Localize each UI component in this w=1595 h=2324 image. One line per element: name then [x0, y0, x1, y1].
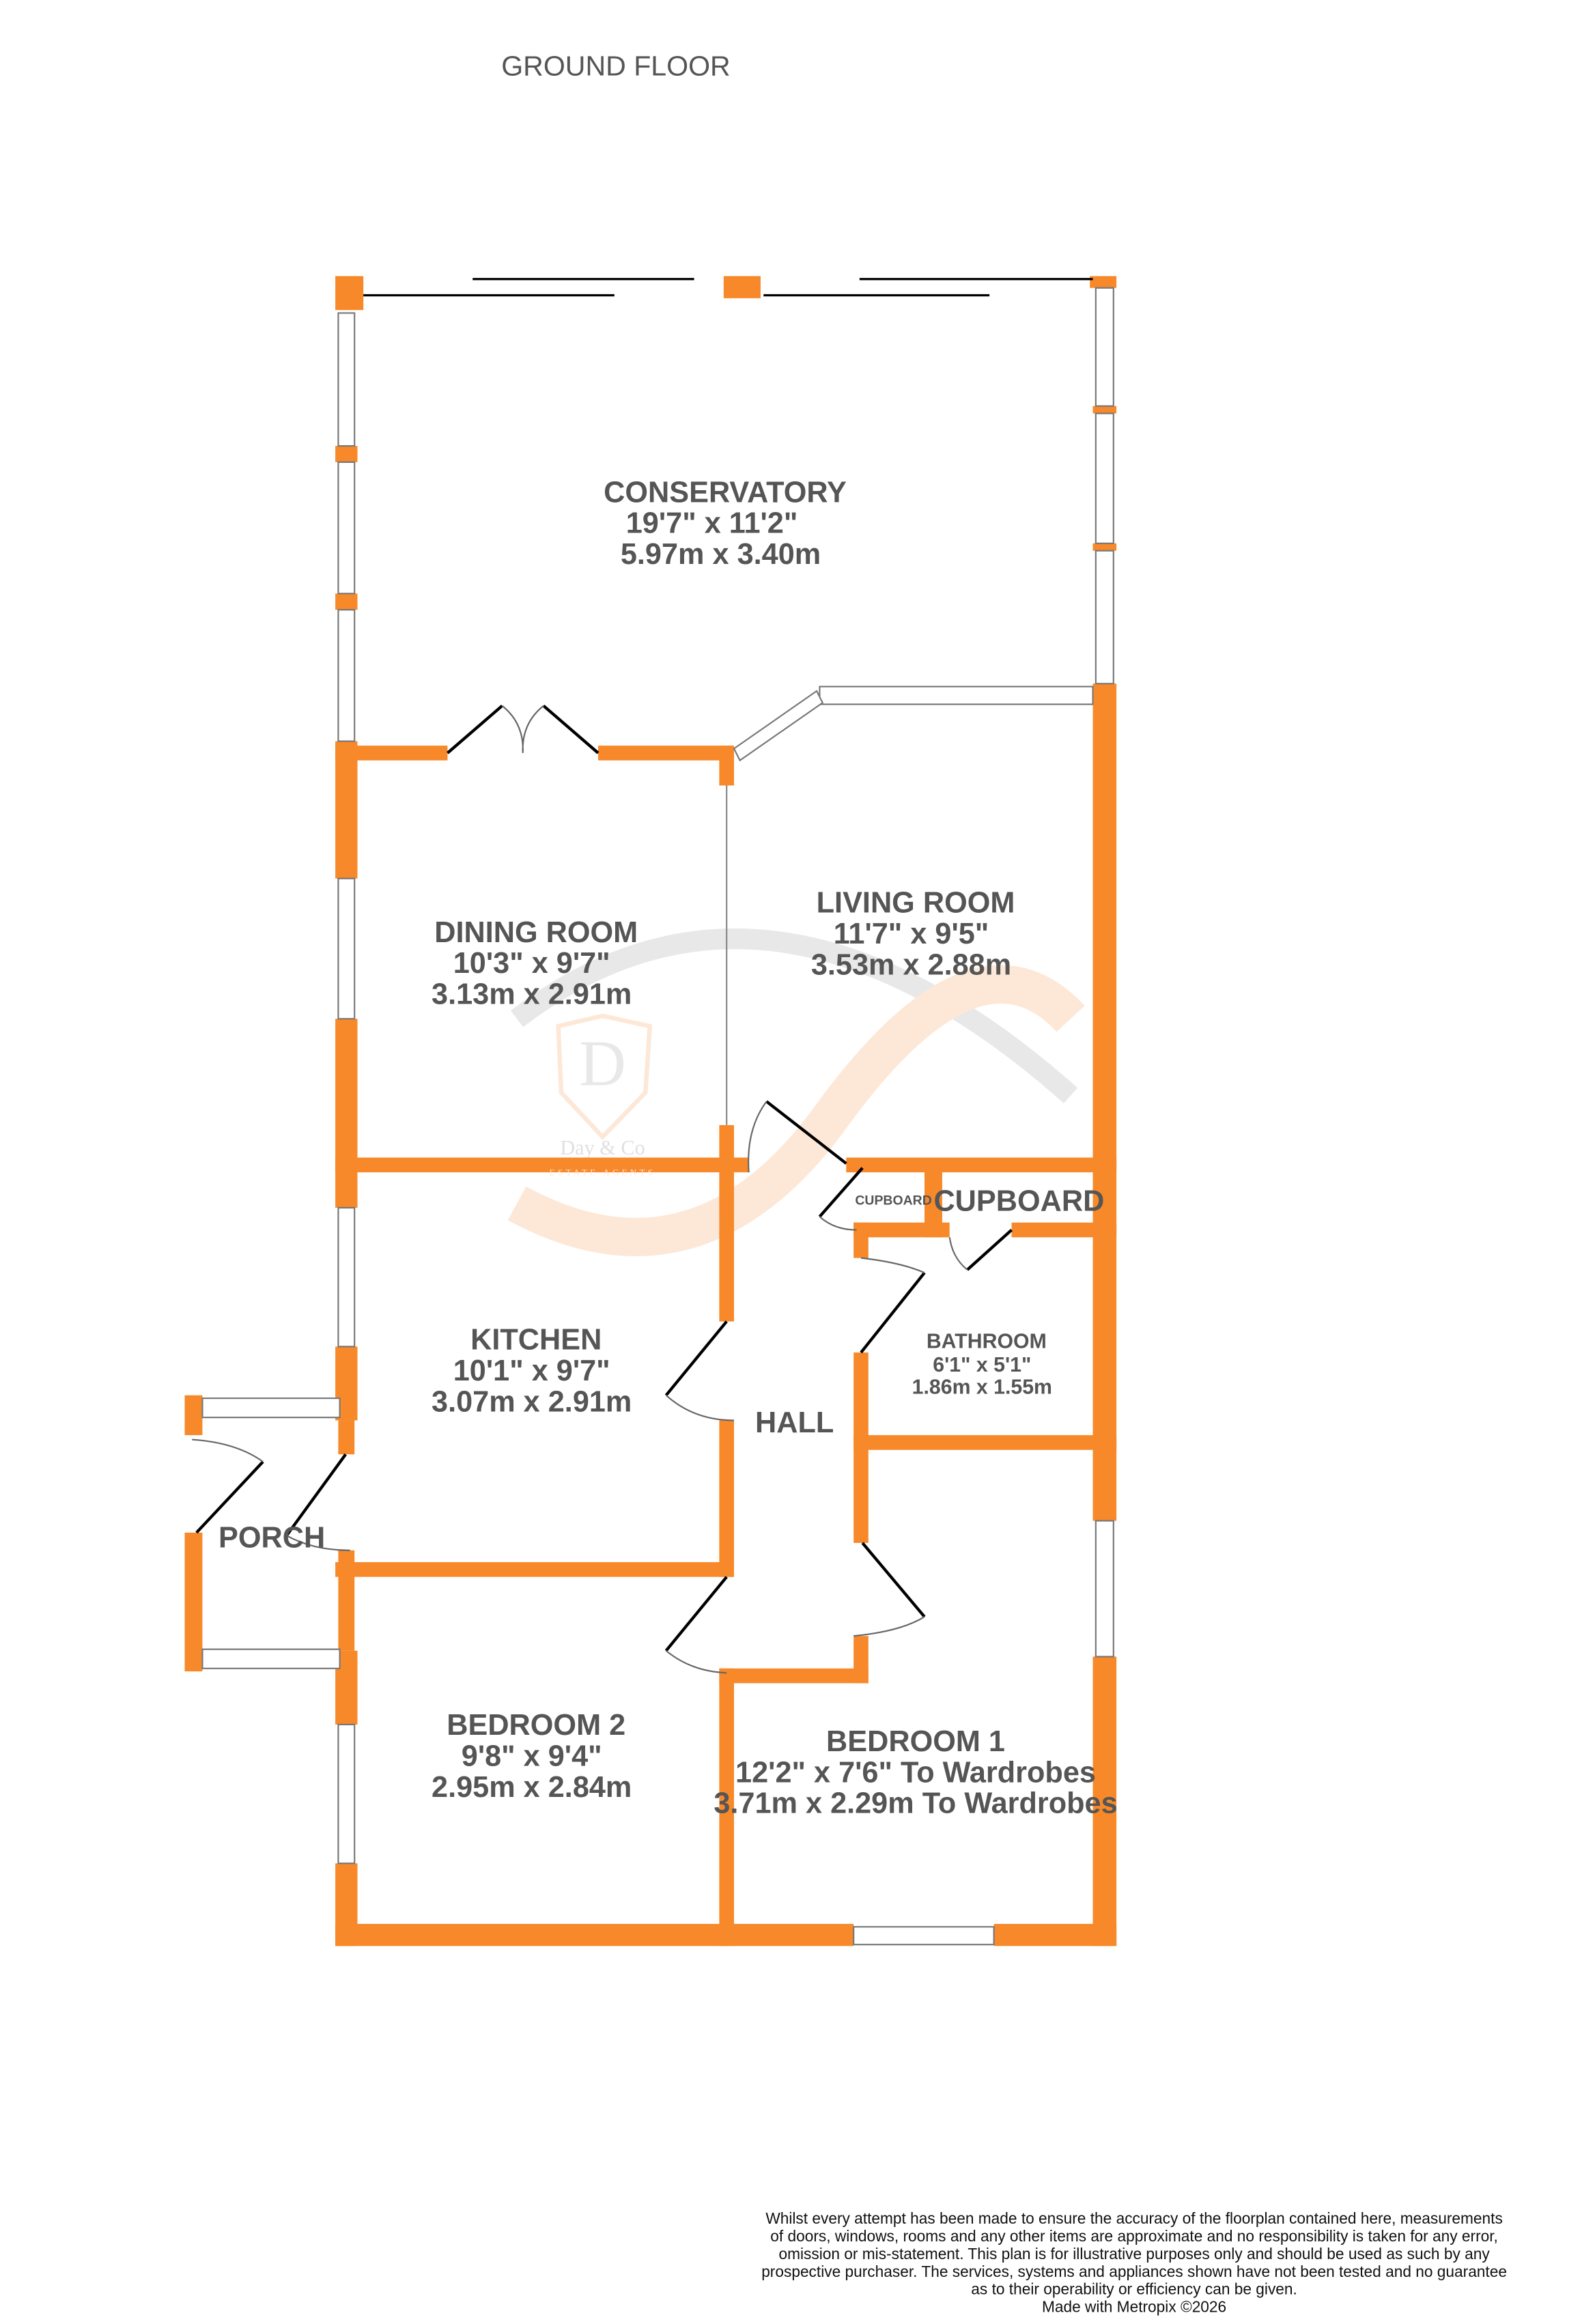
- svg-text:BATHROOM: BATHROOM: [927, 1330, 1047, 1352]
- svg-text:1.86m x 1.55m: 1.86m x 1.55m: [912, 1376, 1052, 1399]
- svg-text:9'8" x 9'4": 9'8" x 9'4": [462, 1740, 602, 1773]
- svg-text:Day & Co: Day & Co: [560, 1136, 645, 1159]
- svg-text:omission or mis-statement. Thi: omission or mis-statement. This plan is …: [778, 2245, 1490, 2263]
- svg-text:10'1" x 9'7": 10'1" x 9'7": [453, 1355, 610, 1387]
- svg-text:CONSERVATORY: CONSERVATORY: [604, 476, 847, 509]
- svg-text:3.07m x 2.91m: 3.07m x 2.91m: [432, 1385, 632, 1418]
- watermark-tagline: ESTATE AGENTS: [550, 1167, 656, 1177]
- svg-text:BEDROOM 1: BEDROOM 1: [826, 1725, 1005, 1758]
- floor-title: GROUND FLOOR: [501, 50, 731, 81]
- svg-text:KITCHEN: KITCHEN: [470, 1324, 602, 1357]
- room-label-cupboard-small: CUPBOARD: [855, 1193, 931, 1208]
- room-label-living: LIVING ROOM 11'7" x 9'5" 3.53m x 2.88m: [811, 887, 1015, 982]
- windows: [201, 278, 1114, 1946]
- room-label-bedroom1: BEDROOM 1 12'2" x 7'6" To Wardrobes 3.71…: [714, 1725, 1117, 1820]
- room-label-bedroom2: BEDROOM 2 9'8" x 9'4" 2.95m x 2.84m: [432, 1709, 632, 1804]
- room-label-conservatory: CONSERVATORY 19'7" x 11'2" 5.97m x 3.40m: [604, 476, 847, 571]
- svg-text:as to their operability or eff: as to their operability or efficiency ca…: [971, 2280, 1297, 2298]
- watermark-logo: D Day & Co: [507, 929, 1085, 1256]
- disclaimer: Whilst every attempt has been made to en…: [761, 2209, 1507, 2316]
- svg-text:5.97m x 3.40m: 5.97m x 3.40m: [621, 538, 821, 571]
- svg-text:DINING ROOM: DINING ROOM: [434, 916, 638, 949]
- svg-text:BEDROOM 2: BEDROOM 2: [447, 1709, 625, 1742]
- svg-text:10'3" x 9'7": 10'3" x 9'7": [453, 947, 610, 980]
- svg-text:D: D: [579, 1028, 626, 1100]
- svg-text:2.95m x 2.84m: 2.95m x 2.84m: [432, 1771, 632, 1804]
- svg-text:Made with Metropix ©2026: Made with Metropix ©2026: [1042, 2298, 1226, 2316]
- room-label-cupboard-large: CUPBOARD: [933, 1185, 1104, 1217]
- svg-text:6'1" x 5'1": 6'1" x 5'1": [933, 1354, 1031, 1376]
- room-label-hall: HALL: [755, 1406, 834, 1439]
- svg-text:12'2" x 7'6" To Wardrobes: 12'2" x 7'6" To Wardrobes: [735, 1756, 1096, 1789]
- walls: [184, 276, 1117, 1946]
- room-label-kitchen: KITCHEN 10'1" x 9'7" 3.07m x 2.91m: [432, 1324, 632, 1419]
- svg-text:Whilst every attempt has been: Whilst every attempt has been made to en…: [765, 2209, 1503, 2227]
- svg-text:3.71m x 2.29m To Wardrobes: 3.71m x 2.29m To Wardrobes: [714, 1787, 1117, 1820]
- svg-text:LIVING ROOM: LIVING ROOM: [817, 887, 1015, 920]
- svg-text:prospective purchaser. The ser: prospective purchaser. The services, sys…: [761, 2263, 1507, 2280]
- svg-text:19'7" x 11'2": 19'7" x 11'2": [626, 507, 798, 540]
- svg-text:3.53m x 2.88m: 3.53m x 2.88m: [811, 948, 1011, 981]
- svg-text:of doors, windows, rooms and a: of doors, windows, rooms and any other i…: [770, 2227, 1498, 2245]
- room-label-porch: PORCH: [218, 1521, 325, 1554]
- room-label-dining: DINING ROOM 10'3" x 9'7" 3.13m x 2.91m: [432, 916, 638, 1011]
- svg-text:11'7" x 9'5": 11'7" x 9'5": [834, 918, 989, 950]
- doors: [192, 705, 1013, 1674]
- room-label-bathroom: BATHROOM 6'1" x 5'1" 1.86m x 1.55m: [912, 1330, 1052, 1398]
- svg-text:3.13m x 2.91m: 3.13m x 2.91m: [432, 978, 632, 1011]
